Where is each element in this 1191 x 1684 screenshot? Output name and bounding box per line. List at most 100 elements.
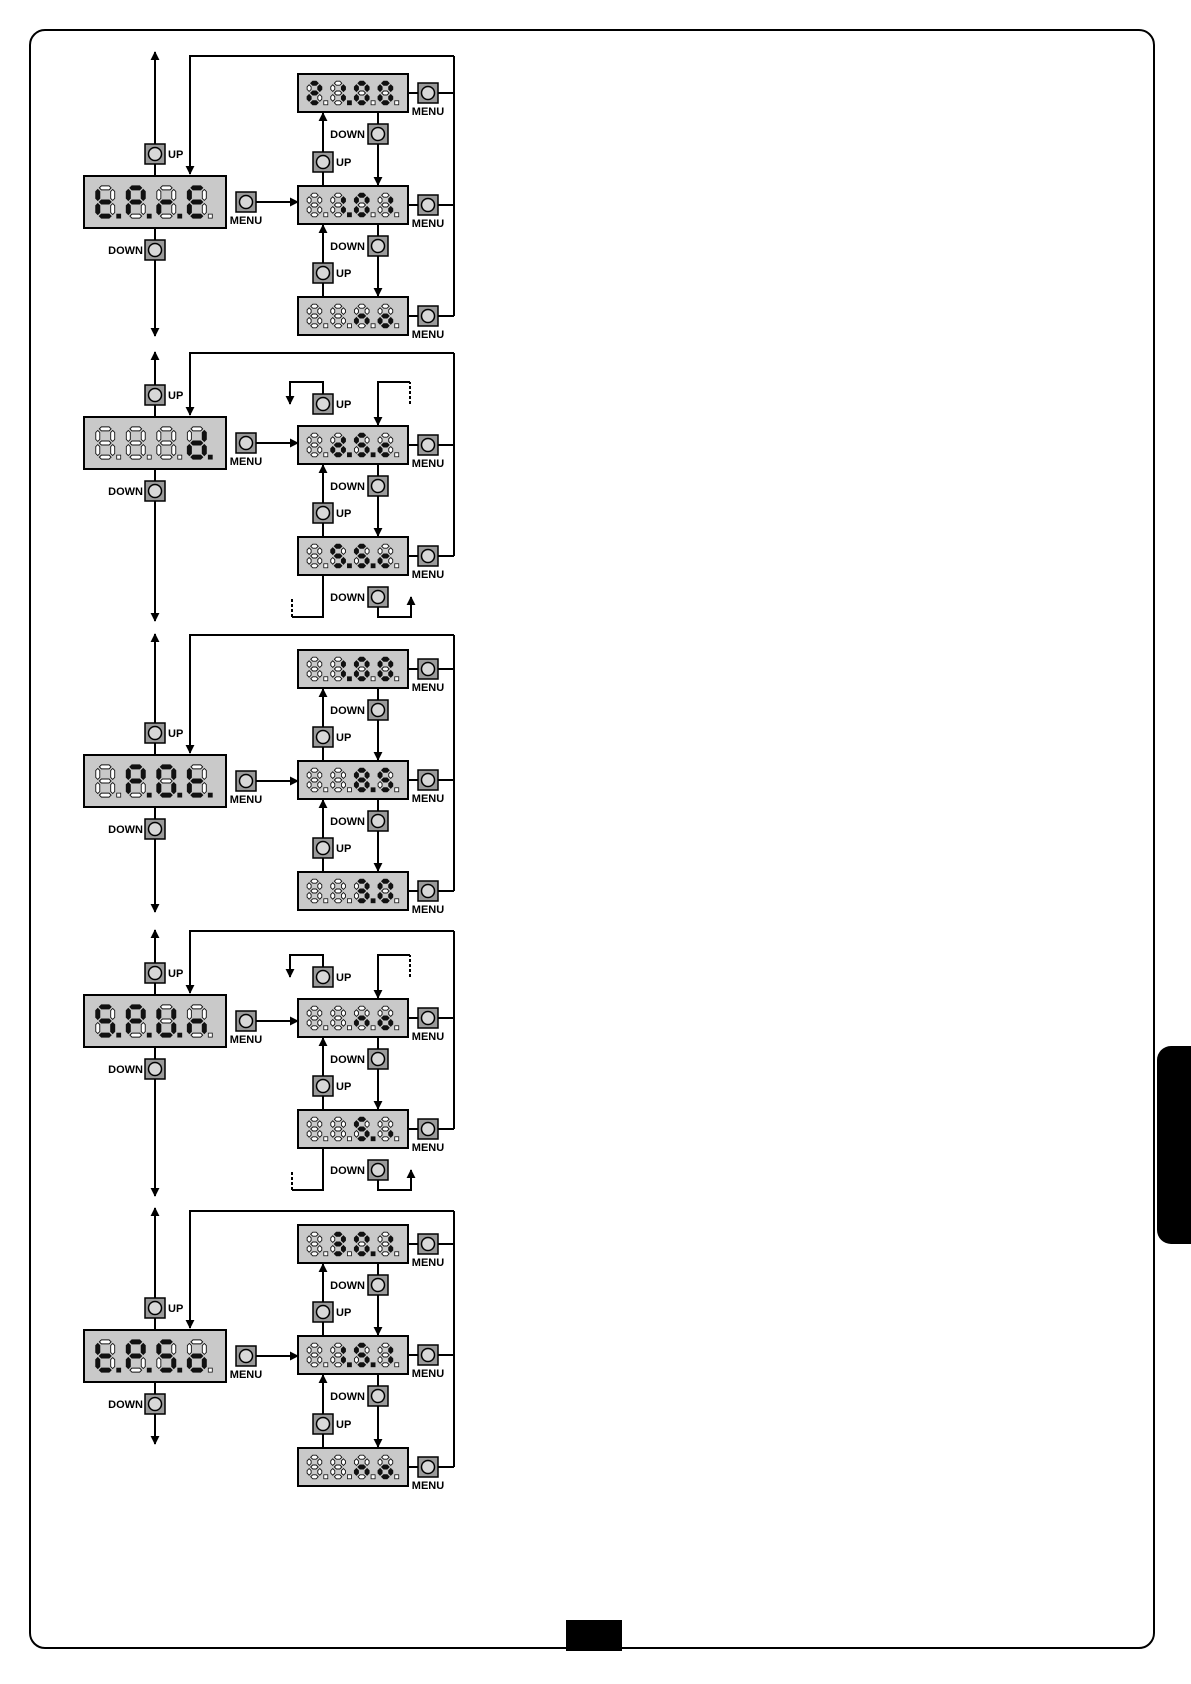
segment-g — [310, 888, 319, 894]
segment-c — [388, 205, 394, 214]
up-button[interactable] — [144, 1297, 166, 1319]
segment-c — [317, 1018, 323, 1027]
down-button[interactable] — [367, 1159, 389, 1181]
segment-a — [129, 1339, 143, 1345]
down-button[interactable] — [367, 1274, 389, 1296]
menu-button[interactable] — [417, 769, 439, 791]
button-circle-icon — [315, 840, 331, 856]
seven-segment-digit — [353, 878, 376, 904]
seven-segment-digit — [306, 303, 329, 329]
segment-a — [190, 426, 204, 432]
segment-f — [156, 767, 162, 781]
up-button[interactable] — [312, 1075, 334, 1097]
segment-f — [330, 1235, 336, 1244]
up-button[interactable] — [312, 726, 334, 748]
segment-b — [388, 1009, 394, 1018]
menu-button[interactable] — [235, 432, 257, 454]
menu-button[interactable] — [235, 1345, 257, 1367]
segment-e — [330, 780, 336, 789]
decimal-point — [394, 452, 400, 458]
menu-button[interactable] — [417, 194, 439, 216]
menu-button[interactable] — [417, 1456, 439, 1478]
segment-f — [377, 307, 383, 316]
segment-f — [306, 771, 312, 780]
segment-d — [333, 212, 343, 218]
segment-d — [310, 898, 319, 904]
segment-e — [306, 891, 312, 900]
decimal-point — [394, 787, 400, 793]
up-button[interactable] — [312, 393, 334, 415]
segment-e — [330, 669, 336, 678]
up-button[interactable] — [144, 722, 166, 744]
menu-label: MENU — [412, 1142, 444, 1154]
down-button[interactable] — [367, 810, 389, 832]
up-button[interactable] — [312, 837, 334, 859]
menu-button[interactable] — [417, 1118, 439, 1140]
segment-d — [357, 563, 367, 569]
wrap-down-arrow — [377, 596, 416, 618]
segment-a — [357, 192, 367, 198]
segment-a — [357, 80, 367, 86]
menu-button[interactable] — [417, 82, 439, 104]
menu-button[interactable] — [417, 305, 439, 327]
segment-e — [330, 1129, 336, 1138]
segment-f — [330, 547, 336, 556]
menu-button[interactable] — [417, 1344, 439, 1366]
menu-button[interactable] — [235, 770, 257, 792]
menu-button[interactable] — [417, 658, 439, 680]
down-button[interactable] — [367, 235, 389, 257]
up-button[interactable] — [312, 1413, 334, 1435]
segment-d — [310, 1136, 319, 1142]
segment-e — [377, 669, 383, 678]
down-button[interactable] — [144, 818, 166, 840]
seven-segment-digit — [156, 185, 183, 219]
down-button[interactable] — [144, 239, 166, 261]
menu-button[interactable] — [417, 434, 439, 456]
down-button[interactable] — [367, 475, 389, 497]
menu-button[interactable] — [235, 191, 257, 213]
menu-button[interactable] — [235, 1010, 257, 1032]
segment-g — [357, 1126, 367, 1132]
segment-b — [364, 436, 370, 445]
segment-f — [125, 188, 131, 202]
menu-button[interactable] — [417, 1233, 439, 1255]
down-button[interactable] — [367, 586, 389, 608]
segment-a — [357, 656, 367, 662]
up-button[interactable] — [312, 502, 334, 524]
segment-d — [333, 1474, 343, 1480]
down-button[interactable] — [367, 123, 389, 145]
segment-a — [333, 1005, 343, 1011]
menu-button[interactable] — [417, 880, 439, 902]
down-button[interactable] — [367, 699, 389, 721]
down-label: DOWN — [108, 486, 143, 498]
menu-button[interactable] — [417, 1007, 439, 1029]
segment-a — [190, 185, 204, 191]
segment-g — [381, 90, 390, 96]
down-button[interactable] — [144, 480, 166, 502]
segment-c — [201, 1021, 207, 1035]
segment-g — [310, 666, 319, 672]
down-button[interactable] — [367, 1048, 389, 1070]
segment-f — [377, 547, 383, 556]
segment-b — [201, 1007, 207, 1021]
up-button[interactable] — [312, 262, 334, 284]
segment-d — [310, 1251, 319, 1257]
up-button[interactable] — [144, 143, 166, 165]
up-button[interactable] — [144, 962, 166, 984]
up-button[interactable] — [312, 151, 334, 173]
down-button[interactable] — [144, 1393, 166, 1415]
down-button[interactable] — [144, 1058, 166, 1080]
up-button[interactable] — [312, 1301, 334, 1323]
segment-g — [381, 666, 390, 672]
up-label: UP — [336, 268, 351, 280]
menu-button[interactable] — [417, 545, 439, 567]
parameter-display: S.P.U.n — [83, 994, 227, 1048]
segment-d — [159, 454, 173, 460]
up-button[interactable] — [312, 966, 334, 988]
up-button[interactable] — [144, 384, 166, 406]
segment-b — [140, 429, 146, 443]
segment-e — [306, 445, 312, 454]
down-button[interactable] — [367, 1385, 389, 1407]
segment-d — [98, 792, 112, 798]
return-to-parameter — [185, 1210, 454, 1329]
